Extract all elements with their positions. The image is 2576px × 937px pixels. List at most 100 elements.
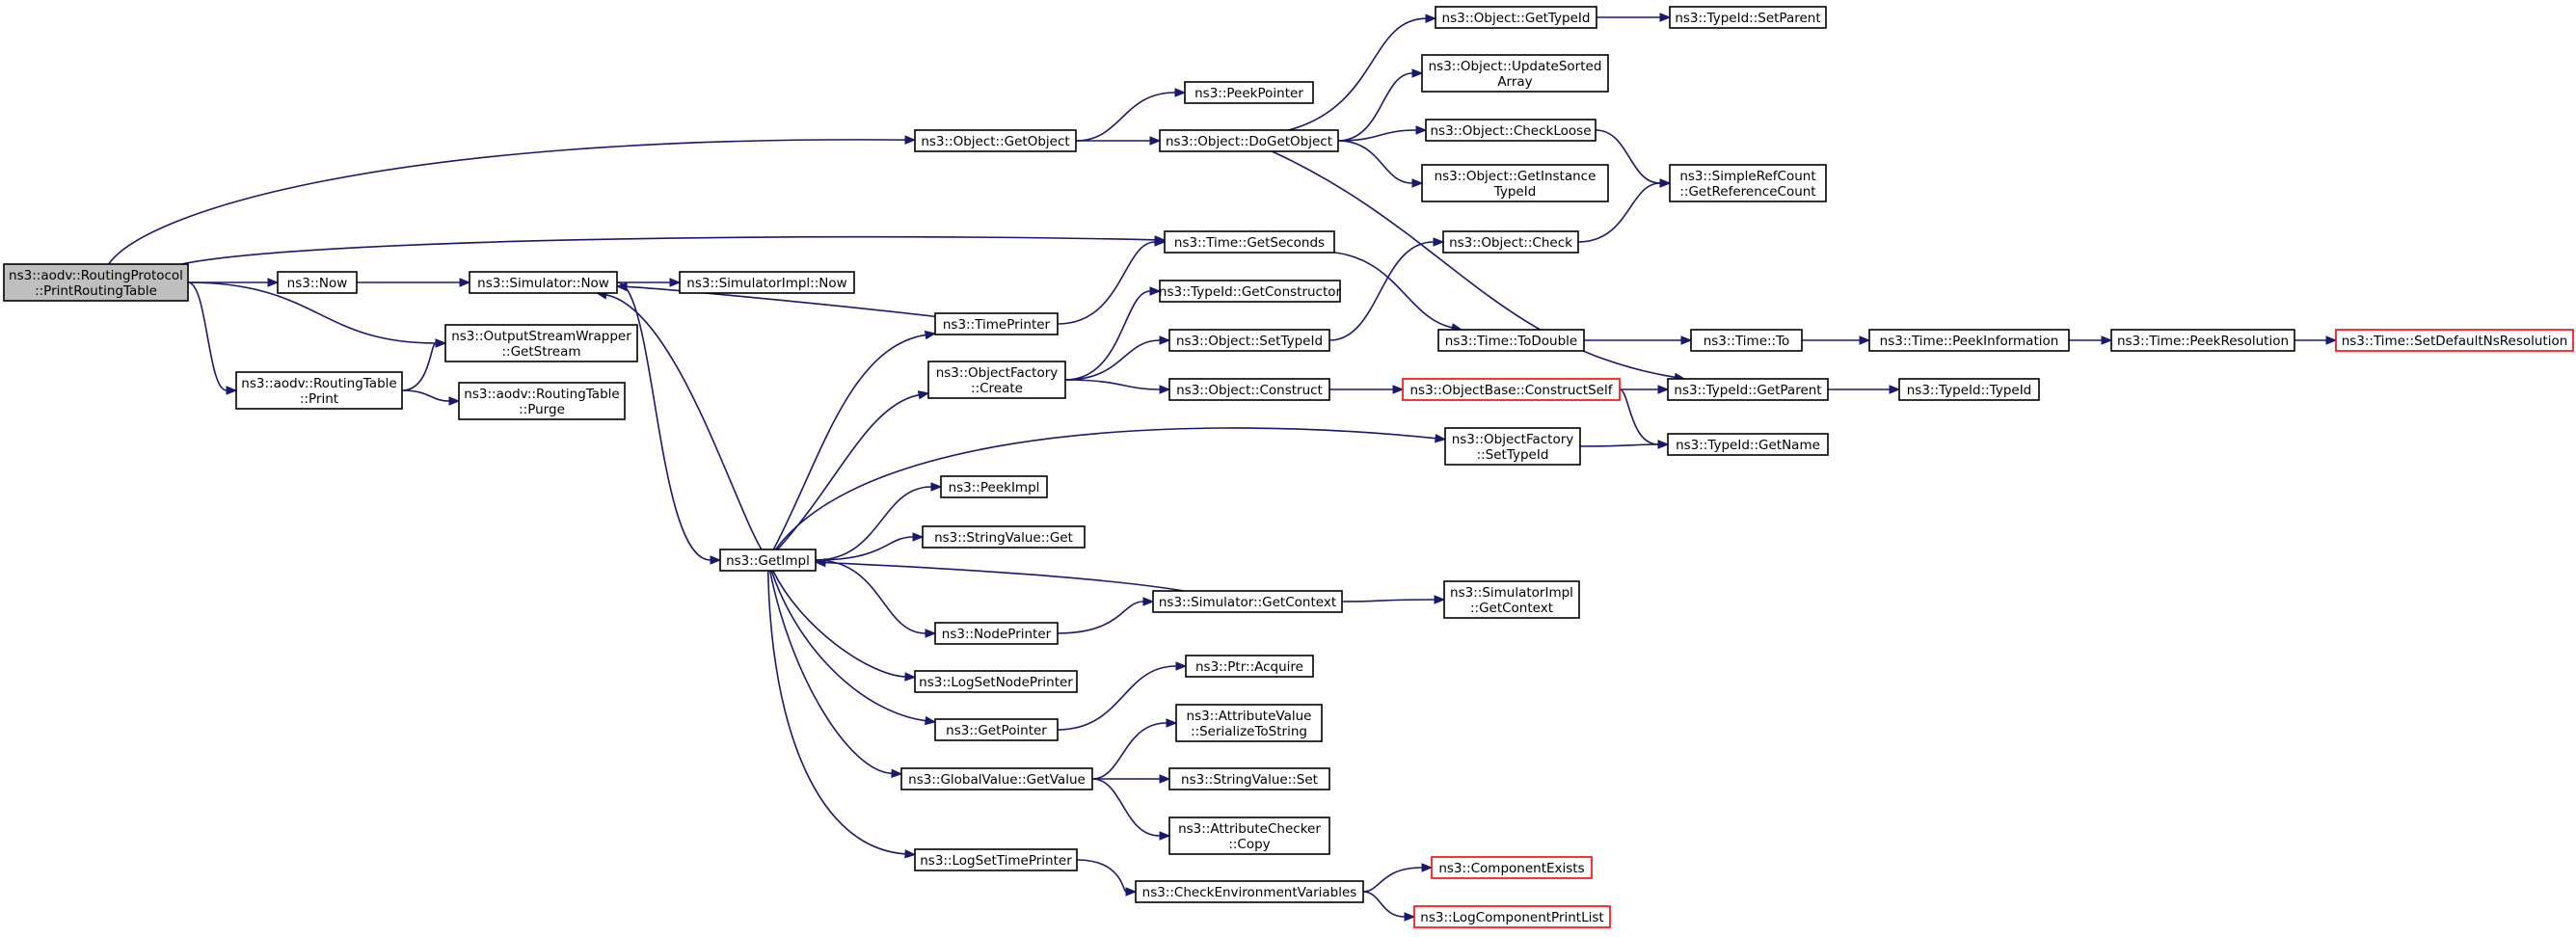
node-srcgetrefcount[interactable]: ns3::SimpleRefCount::GetReferenceCount: [1669, 164, 1827, 202]
edge-rtprint-to-osw: [401, 338, 447, 391]
node-purge[interactable]: ns3::aodv::RoutingTable::Purge: [458, 382, 626, 420]
node-box: [679, 271, 855, 294]
node-obconstructself[interactable]: ns3::ObjectBase::ConstructSelf: [1402, 378, 1621, 401]
node-root[interactable]: ns3::aodv::RoutingProtocol::PrintRouting…: [3, 263, 189, 302]
node-label: ns3::Time::SetDefaultNsResolution: [2342, 334, 2568, 349]
node-logsettime[interactable]: ns3::LogSetTimePrinter: [914, 848, 1078, 871]
edge-line: [768, 570, 893, 775]
node-tidgetctor[interactable]: ns3::TypeId::GetConstructor: [1159, 280, 1342, 303]
arrow-head-icon: [1159, 774, 1171, 784]
arrow-head-icon: [904, 849, 917, 859]
node-checkenv[interactable]: ns3::CheckEnvironmentVariables: [1135, 880, 1364, 903]
node-box: [1437, 329, 1585, 352]
node-nodeprinter[interactable]: ns3::NodePrinter: [934, 622, 1059, 645]
node-simnow[interactable]: ns3::Simulator::Now: [469, 271, 618, 294]
node-dogetobject[interactable]: ns3::Object::DoGetObject: [1159, 129, 1339, 152]
node-getobject[interactable]: ns3::Object::GetObject: [914, 129, 1077, 152]
edge-line: [187, 281, 228, 391]
edge-dogetobject-to-updsorted: [1337, 68, 1424, 142]
node-peekpointer[interactable]: ns3::PeekPointer: [1184, 81, 1314, 104]
arrow-head-icon: [904, 672, 917, 682]
node-tidgetparent[interactable]: ns3::TypeId::GetParent: [1667, 378, 1829, 401]
node-label: ns3::LogSetNodePrinter: [919, 675, 1073, 690]
node-label: ns3::PeekImpl: [949, 480, 1040, 495]
node-ofsettypeid[interactable]: ns3::ObjectFactory::SetTypeId: [1444, 427, 1581, 466]
node-peekimpl[interactable]: ns3::PeekImpl: [940, 475, 1048, 498]
node-ofcreate[interactable]: ns3::ObjectFactory::Create: [927, 361, 1066, 399]
node-getpointer[interactable]: ns3::GetPointer: [934, 718, 1059, 741]
edge-obconstructself-to-tidgetparent: [1619, 385, 1670, 394]
arrow-head-icon: [448, 396, 461, 406]
node-objcheck[interactable]: ns3::Object::Check: [1442, 230, 1579, 254]
arrow-head-icon: [1159, 831, 1171, 841]
node-label: ns3::aodv::RoutingTable: [241, 376, 396, 391]
arrow-head-icon: [2325, 335, 2338, 345]
node-objconstruct[interactable]: ns3::Object::Construct: [1168, 378, 1330, 401]
node-simimplgetctx[interactable]: ns3::SimulatorImpl::GetContext: [1443, 580, 1580, 619]
node-osw[interactable]: ns3::OutputStreamWrapper::GetStream: [444, 324, 638, 362]
node-getseconds[interactable]: ns3::Time::GetSeconds: [1164, 230, 1335, 254]
node-tidsetparent[interactable]: ns3::TypeId::SetParent: [1669, 6, 1827, 29]
arrow-head-icon: [1411, 68, 1424, 78]
node-box: [1425, 119, 1597, 142]
edge-getimpl-to-getpointer: [770, 570, 937, 726]
node-peekres[interactable]: ns3::Time::PeekResolution: [2110, 329, 2295, 352]
node-objgettypeid[interactable]: ns3::Object::GetTypeId: [1435, 6, 1597, 29]
node-setdefaultres[interactable]: ns3::Time::SetDefaultNsResolution: [2335, 329, 2574, 352]
node-logcompprint[interactable]: ns3::LogComponentPrintList: [1413, 905, 1611, 928]
node-tidgetname[interactable]: ns3::TypeId::GetName: [1667, 433, 1829, 456]
edge-line: [1064, 339, 1161, 381]
edge-now-to-simnow: [356, 278, 471, 287]
node-objsettypeid[interactable]: ns3::Object::SetTypeId: [1168, 329, 1330, 352]
node-label: ns3::TypeId::GetParent: [1674, 383, 1821, 398]
node-simgetctx[interactable]: ns3::Simulator::GetContext: [1152, 590, 1343, 613]
node-box: [1184, 81, 1314, 104]
node-label: ns3::Time::PeekInformation: [1880, 334, 2059, 349]
node-box: [914, 848, 1078, 871]
node-box: [1443, 580, 1580, 619]
node-now[interactable]: ns3::Now: [277, 271, 358, 294]
node-accopy[interactable]: ns3::AttributeChecker::Copy: [1168, 817, 1330, 855]
arrow-head-icon: [1657, 440, 1670, 449]
node-rtprint[interactable]: ns3::aodv::RoutingTable::Print: [235, 371, 403, 410]
edge-objcheck-to-srcgetrefcount: [1577, 178, 1672, 243]
edge-nodeprinter-to-simgetctx: [1057, 597, 1155, 634]
edge-ofcreate-to-objsettypeid: [1064, 335, 1171, 381]
edge-ofcreate-to-tidgetctor: [1064, 286, 1162, 381]
node-label: ns3::Time::GetSeconds: [1174, 235, 1325, 251]
node-avser[interactable]: ns3::AttributeValue::SerializeToString: [1175, 704, 1323, 742]
node-checkloose[interactable]: ns3::Object::CheckLoose: [1425, 119, 1597, 142]
node-label: ::PrintRoutingTable: [35, 283, 157, 299]
arrow-head-icon: [1425, 13, 1437, 23]
node-svset[interactable]: ns3::StringValue::Set: [1168, 767, 1330, 790]
edge-line: [1272, 150, 1676, 379]
node-logsetnode[interactable]: ns3::LogSetNodePrinter: [914, 670, 1078, 693]
node-peekinfo[interactable]: ns3::Time::PeekInformation: [1868, 329, 2070, 352]
node-simimplnow[interactable]: ns3::SimulatorImpl::Now: [679, 271, 855, 294]
edge-rtprint-to-purge: [401, 389, 461, 406]
node-gvgetvalue[interactable]: ns3::GlobalValue::GetValue: [900, 767, 1093, 790]
node-compexists[interactable]: ns3::ComponentExists: [1431, 856, 1593, 879]
node-label: ::GetStream: [501, 344, 580, 360]
node-box: [1442, 230, 1579, 254]
node-timeprinter[interactable]: ns3::TimePrinter: [934, 312, 1059, 335]
node-box: [1898, 378, 2040, 401]
edge-line: [766, 570, 906, 855]
node-box: [1669, 164, 1827, 202]
node-timeto[interactable]: ns3::Time::To: [1690, 329, 1803, 352]
node-getimpl[interactable]: ns3::GetImpl: [719, 549, 817, 572]
edge-obconstructself-to-tidgetname: [1619, 388, 1670, 449]
node-label: ns3::Simulator::Now: [477, 276, 609, 291]
node-label: ns3::aodv::RoutingTable: [464, 387, 619, 402]
node-todouble[interactable]: ns3::Time::ToDouble: [1437, 329, 1585, 352]
node-svget[interactable]: ns3::StringValue::Get: [922, 525, 1086, 549]
node-box: [1168, 767, 1330, 790]
node-ptracquire[interactable]: ns3::Ptr::Acquire: [1185, 655, 1314, 678]
node-tidtypeid[interactable]: ns3::TypeId::TypeId: [1898, 378, 2040, 401]
node-box: [1667, 433, 1829, 456]
edge-root-to-getobject: [107, 135, 917, 265]
arrow-head-icon: [1411, 178, 1424, 188]
arrow-head-icon: [1434, 595, 1446, 604]
